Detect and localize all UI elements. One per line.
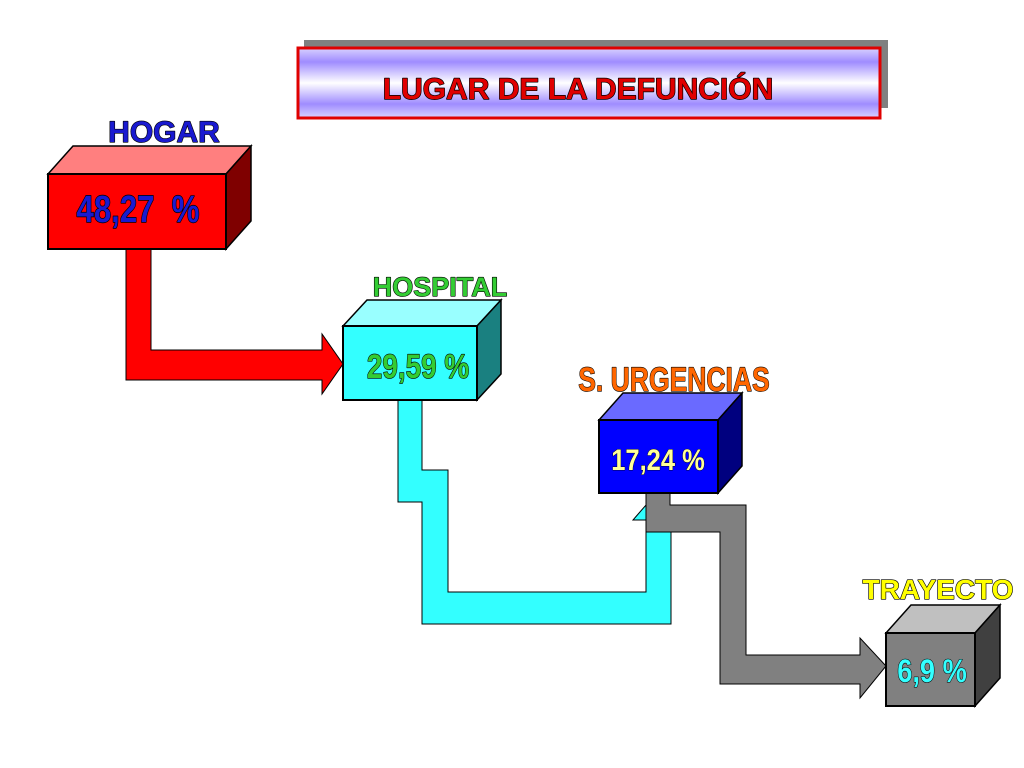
node-trayecto: TRAYECTO 6,9 % (862, 573, 1014, 708)
arrow-hogar-to-hospital (125, 247, 344, 396)
title-banner-box (296, 46, 882, 120)
node-urgencias: S. URGENCIAS 17,24 % (578, 360, 770, 495)
trayecto-box-front (885, 632, 976, 707)
arrow-hospital-to-urgencias (397, 399, 672, 625)
node-hogar: HOGAR 48,27 % (46, 115, 253, 251)
node-hospital: HOSPITAL 29,59 % (341, 271, 508, 402)
hospital-label: HOSPITAL (373, 272, 508, 302)
hogar-box-front (47, 173, 227, 250)
hospital-box-front (342, 325, 478, 401)
urgencias-value: 17,24 % (611, 443, 705, 476)
hogar-box-top (46, 145, 253, 175)
hogar-label: HOGAR (108, 116, 220, 149)
trayecto-label: TRAYECTO (863, 574, 1014, 605)
title-banner: LUGAR DE LA DEFUNCIÓN (296, 40, 888, 120)
arrow-urgencias-to-trayecto (645, 491, 887, 700)
hospital-value: 29,59 % (367, 347, 469, 385)
title-text: LUGAR DE LA DEFUNCIÓN (383, 72, 774, 106)
hogar-value: 48,27 % (77, 189, 200, 231)
trayecto-value: 6,9 % (897, 654, 967, 690)
flow-arrows (125, 247, 887, 700)
urgencias-label: S. URGENCIAS (578, 361, 770, 399)
urgencias-box-front (598, 419, 719, 494)
hospital-box-top (341, 299, 503, 327)
